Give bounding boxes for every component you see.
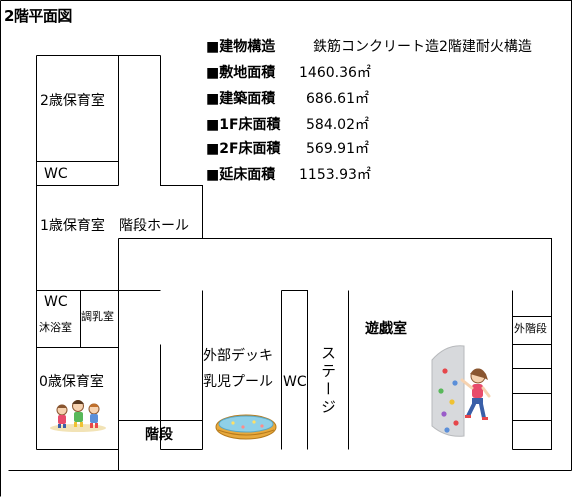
- spec-label-structure: ■建物構造: [206, 39, 276, 55]
- climbing-illustration: [431, 345, 491, 437]
- spec-label-1f-area: ■1F床面積: [206, 117, 281, 133]
- wall-right-upper: [160, 55, 552, 291]
- page-title: 2階平面図: [4, 7, 72, 25]
- room-milk: 調乳室: [81, 310, 114, 323]
- room-age1: 1歳保育室: [40, 218, 105, 234]
- room-wc-left: WC: [44, 294, 68, 310]
- spec-value-site-area: 1460.36㎡: [299, 65, 371, 81]
- children-illustration: [50, 400, 106, 432]
- room-pool: 乳児プール: [203, 374, 273, 390]
- room-playroom: 遊戯室: [365, 321, 407, 337]
- room-outer-stairs: 外階段: [514, 322, 547, 335]
- spec-label-2f-area: ■2F床面積: [206, 141, 281, 157]
- spec-label-total-area: ■延床面積: [206, 167, 276, 183]
- spec-label-site-area: ■敷地面積: [206, 65, 276, 81]
- outer-frame-top-right: [0, 0, 572, 471]
- room-stairs: 階段: [145, 427, 173, 443]
- room-age0: 0歳保育室: [39, 374, 104, 390]
- spec-label-building-area: ■建築面積: [206, 91, 276, 107]
- room-wc-mid: WC: [283, 374, 307, 390]
- room-stage: ステージ: [319, 345, 337, 417]
- room-wc-top: WC: [44, 166, 68, 182]
- spec-value-1f-area: 584.02㎡: [306, 117, 369, 133]
- room-deck: 外部デッキ: [203, 348, 273, 364]
- spec-value-structure: 鉄筋コンクリート造2階建耐火構造: [313, 39, 532, 55]
- room-bath: 沐浴室: [39, 321, 72, 334]
- spec-value-2f-area: 569.91㎡: [306, 141, 369, 157]
- wall-wc-right: [281, 290, 308, 450]
- wall-right-lower: [512, 290, 552, 450]
- pool-illustration: [215, 414, 277, 440]
- spec-value-building-area: 686.61㎡: [306, 91, 369, 107]
- room-stair-hall: 階段ホール: [119, 218, 189, 234]
- spec-value-total-area: 1153.93㎡: [299, 167, 371, 183]
- room-age2: 2歳保育室: [40, 93, 105, 109]
